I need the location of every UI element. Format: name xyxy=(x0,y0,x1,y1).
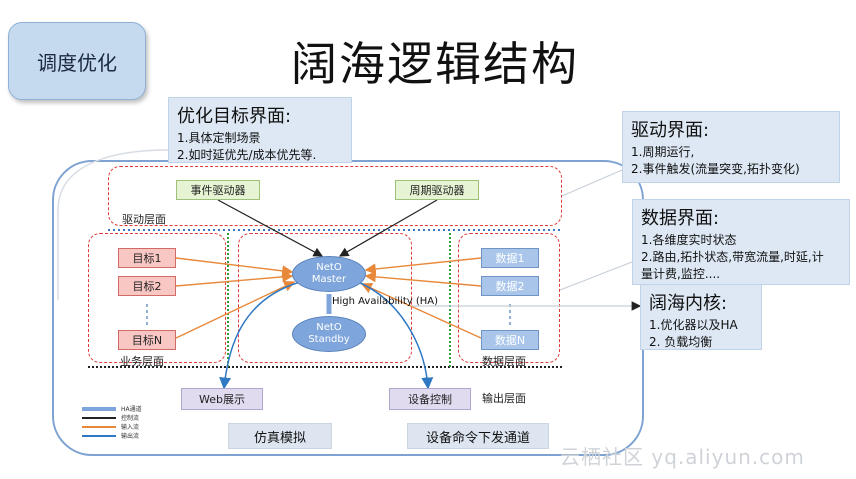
goal-1-box: 目标1 xyxy=(118,248,176,268)
web-output-arrow xyxy=(219,281,301,390)
section-tag: 调度优化 xyxy=(8,22,146,100)
datan-input-arrow xyxy=(360,282,482,339)
data2-input-arrow xyxy=(364,271,482,287)
data-1-box: 数据1 xyxy=(481,248,539,268)
goaln-input-arrow xyxy=(175,281,296,339)
legend-control-swatch xyxy=(82,416,116,419)
event-driver-box: 事件驱动器 xyxy=(176,180,260,200)
legend-ha-label: HA通道 xyxy=(121,406,142,413)
drive-pointer xyxy=(561,169,623,197)
legend-input: 输入流 xyxy=(82,422,168,431)
period-control-arrow xyxy=(338,199,438,257)
drive-layer-box xyxy=(108,166,562,226)
data-callout-line-1: 1.各维度实时状态 xyxy=(641,233,737,247)
drive-interface-callout: 驱动界面: 1.周期运行, 2.事件触发(流量突变,拓扑变化) xyxy=(622,111,840,183)
data-pointer xyxy=(559,261,633,291)
data-2-box: 数据2 xyxy=(481,276,539,296)
goal-pointer xyxy=(57,149,169,300)
drive-callout-line-2: 2.事件触发(流量突变,拓扑变化) xyxy=(631,162,800,176)
data-interface-callout: 数据界面: 1.各维度实时状态 2.路由,拓扑状态,带宽流量,时延,计 量计费,… xyxy=(632,199,850,285)
core-callout-line-2: 2. 负载均衡 xyxy=(649,335,713,349)
business-layer-label: 业务层面 xyxy=(120,355,164,368)
legend-control-label: 控制流 xyxy=(121,415,140,422)
core-callout-line-1: 1.优化器以及HA xyxy=(649,318,738,332)
legend-control: 控制流 xyxy=(82,413,168,422)
legend-input-swatch xyxy=(82,425,116,428)
goal2-input-arrow xyxy=(175,271,294,287)
core-layer-box xyxy=(238,233,412,363)
ha-label: High Availability (HA) xyxy=(332,296,439,307)
legend: HA通道 控制流 输入流 输出流 xyxy=(82,404,168,440)
page-title: 阔海逻辑结构 xyxy=(291,37,579,91)
data-callout-title: 数据界面: xyxy=(641,208,720,229)
goal-2-box: 目标2 xyxy=(118,276,176,296)
master-line-1: NetO xyxy=(316,262,342,273)
period-driver-box: 周期驱动器 xyxy=(395,180,479,200)
goal-callout-line-1: 1.具体定制场景 xyxy=(177,131,261,145)
standby-line-1: NetO xyxy=(316,322,342,333)
event-control-arrow xyxy=(217,199,324,257)
web-display-box: Web展示 xyxy=(181,388,263,410)
simulation-box: 仿真模拟 xyxy=(228,423,332,449)
legend-ha: HA通道 xyxy=(82,404,168,413)
goal-n-box: 目标N xyxy=(118,330,176,350)
watermark: 云栖社区 yq.aliyun.com xyxy=(560,445,805,469)
output-layer-label: 输出层面 xyxy=(482,392,526,405)
legend-input-label: 输入流 xyxy=(121,424,140,431)
goal-callout-line-2: 2.如时延优先/成本优先等. xyxy=(177,148,317,162)
drive-callout-line-1: 1.周期运行, xyxy=(631,145,695,159)
data-layer-box xyxy=(458,233,560,363)
data-layer-label: 数据层面 xyxy=(482,355,526,368)
core-callout: 阔海内核: 1.优化器以及HA 2. 负载均衡 xyxy=(640,284,762,350)
device-control-box: 设备控制 xyxy=(389,388,471,410)
drive-layer-label: 驱动层面 xyxy=(122,213,166,226)
goal-callout-title: 优化目标界面: xyxy=(177,106,292,127)
data-callout-line-2: 2.路由,拓扑状态,带宽流量,时延,计 xyxy=(641,250,824,264)
goal-interface-callout: 优化目标界面: 1.具体定制场景 2.如时延优先/成本优先等. xyxy=(168,97,352,163)
master-line-2: Master xyxy=(311,274,347,285)
data-n-box: 数据N xyxy=(481,330,539,350)
business-layer-box xyxy=(88,233,226,363)
legend-output-label: 输出流 xyxy=(121,433,140,440)
control-output-arrow xyxy=(357,281,434,390)
data-callout-line-3: 量计费,监控.... xyxy=(641,267,721,281)
legend-output-swatch xyxy=(82,434,116,437)
core-callout-title: 阔海内核: xyxy=(649,293,728,314)
neto-standby-node: NetO Standby xyxy=(292,316,366,352)
data1-input-arrow xyxy=(364,257,482,275)
drive-callout-title: 驱动界面: xyxy=(631,120,710,141)
standby-line-2: Standby xyxy=(308,334,350,345)
legend-ha-swatch xyxy=(82,406,116,411)
legend-output: 输出流 xyxy=(82,431,168,440)
neto-master-node: NetO Master xyxy=(292,256,366,292)
section-tag-label: 调度优化 xyxy=(37,50,117,75)
command-channel-box: 设备命令下发通道 xyxy=(407,423,549,449)
goal1-input-arrow xyxy=(175,257,294,277)
